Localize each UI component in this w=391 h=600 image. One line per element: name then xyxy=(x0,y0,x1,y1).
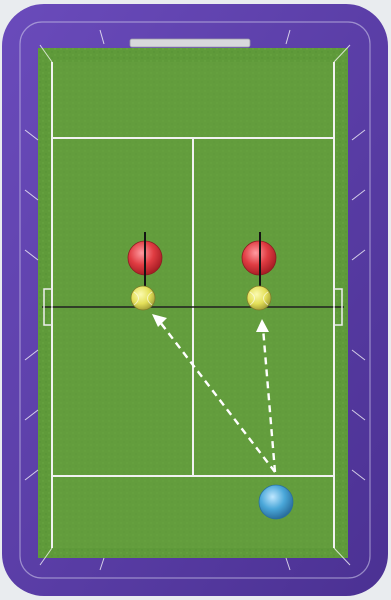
tennis-ball-icon xyxy=(131,286,155,310)
blue-player xyxy=(259,485,293,519)
board-clip xyxy=(130,39,250,47)
tennis-ball-left xyxy=(131,286,155,310)
tennis-ball-icon xyxy=(247,286,271,310)
tennis-ball-right xyxy=(247,286,271,310)
blue-player-marker-icon xyxy=(259,485,293,519)
